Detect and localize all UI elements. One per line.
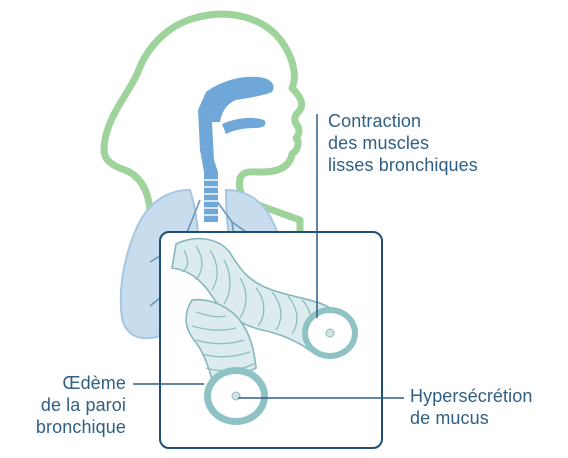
label-oedeme: Œdème de la paroi bronchique bbox=[18, 372, 126, 438]
bronchus-right-opening bbox=[302, 307, 358, 359]
trachea bbox=[204, 172, 218, 222]
label-contraction: Contraction des muscles lisses bronchiqu… bbox=[328, 110, 478, 176]
bronchus-lower-opening bbox=[204, 367, 268, 425]
label-hypersecretion: Hypersécrétion de mucus bbox=[410, 385, 532, 429]
